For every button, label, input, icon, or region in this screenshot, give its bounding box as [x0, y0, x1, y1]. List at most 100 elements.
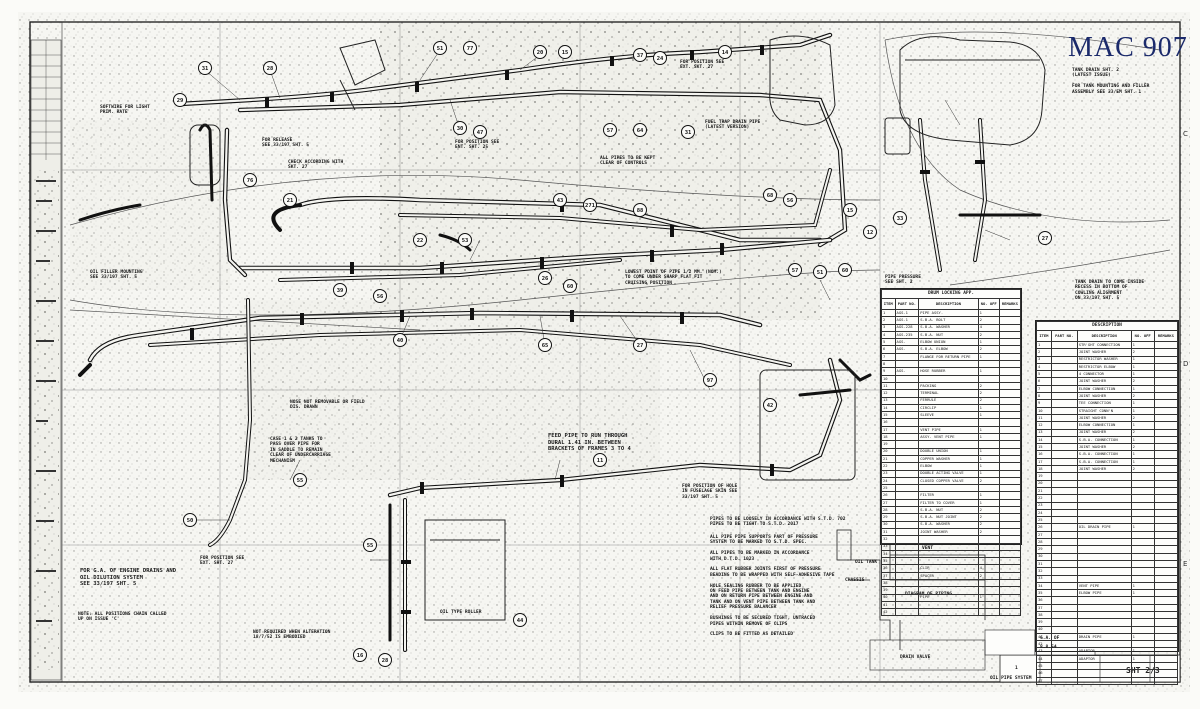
- item-balloon-label: 57: [607, 128, 614, 134]
- table-cell: AGS.1: [894, 308, 920, 318]
- table-cell: [918, 440, 979, 449]
- right-reservoir: [759, 369, 856, 481]
- col-no-off: NO. OFF: [1130, 330, 1155, 342]
- table-row: 30: [1036, 552, 1179, 561]
- table-row: 25: [1036, 516, 1179, 525]
- table-cell: [977, 418, 1000, 427]
- item-balloon: 51: [813, 265, 827, 279]
- table-cell: [998, 433, 1022, 442]
- table-row: 40: [1036, 625, 1179, 634]
- table-cell: 24: [1036, 508, 1052, 518]
- table-cell: [1050, 567, 1078, 576]
- item-balloon: 28: [378, 653, 392, 667]
- table-cell: [1153, 370, 1179, 379]
- table-cell: 2: [1130, 465, 1155, 474]
- table-cell: [894, 396, 920, 405]
- item-balloon-label: 76: [247, 178, 254, 184]
- table-cell: 1: [1130, 370, 1155, 379]
- table-cell: ELBOW CONNECTION: [1076, 384, 1132, 394]
- table-cell: [918, 549, 979, 559]
- table-cell: 1: [1130, 355, 1155, 364]
- table-cell: [894, 360, 920, 369]
- table-cell: AGS.235: [894, 330, 920, 340]
- item-balloon: 39: [333, 283, 347, 297]
- table-cell: [1050, 340, 1078, 350]
- item-balloon-label: 37: [637, 53, 644, 59]
- table-cell: 2: [1130, 443, 1155, 452]
- parts-list-left: DRUM LOCKING APP. ITEM PART NO. DESCRIPT…: [880, 288, 1022, 617]
- table-cell: [1153, 552, 1179, 561]
- table-cell: [1130, 530, 1155, 540]
- table-cell: [1050, 399, 1078, 408]
- table-cell: S.B.A. NUT JOINT: [918, 513, 979, 522]
- table-cell: 31: [881, 527, 896, 537]
- col-part-no: PART NO.: [1050, 330, 1078, 342]
- table-row: 38: [1036, 610, 1179, 620]
- table-cell: S.B.A. NUT: [918, 330, 979, 340]
- item-balloon-label: 97: [707, 378, 714, 384]
- table-cell: [998, 586, 1022, 595]
- table-cell: [1050, 501, 1078, 510]
- table-cell: [1130, 610, 1155, 620]
- item-balloon-label: 271: [585, 203, 596, 209]
- table-cell: 41: [881, 600, 896, 610]
- table-cell: 1: [977, 469, 1000, 478]
- table-cell: [1153, 537, 1179, 547]
- table-cell: [1076, 508, 1132, 518]
- table-row: 33: [881, 542, 1022, 551]
- table-cell: [998, 308, 1022, 318]
- table-cell: 23: [881, 469, 896, 478]
- table-cell: [998, 484, 1022, 493]
- table-cell: [1153, 574, 1179, 583]
- item-balloon: 33: [893, 211, 907, 225]
- item-balloon: 68: [763, 188, 777, 202]
- table-cell: 1: [977, 308, 1000, 318]
- table-cell: 36: [881, 564, 896, 573]
- table-row: 10: [881, 374, 1022, 383]
- table-cell: [1130, 603, 1155, 613]
- table-cell: 38: [1036, 610, 1052, 620]
- table-row: 39: [1036, 618, 1179, 627]
- item-balloon-label: 33: [897, 216, 904, 222]
- table-cell: [918, 374, 979, 383]
- table-cell: [977, 360, 1000, 369]
- table-cell: JOINT WASHER: [1076, 428, 1132, 437]
- table-cell: 1: [977, 352, 1000, 362]
- table-cell: S.B.A. ELBOW: [918, 345, 979, 354]
- table-cell: [998, 447, 1022, 456]
- table-cell: [1153, 428, 1179, 437]
- item-balloon: 28: [263, 61, 277, 75]
- table-cell: [1076, 501, 1132, 510]
- item-balloon-label: 31: [202, 66, 209, 72]
- table-cell: [894, 491, 920, 500]
- table-cell: [998, 491, 1022, 500]
- item-balloon-label: 20: [537, 50, 544, 56]
- drawing-stamp: MAC 907: [1068, 32, 1188, 63]
- table-cell: 2: [977, 527, 1000, 537]
- pipe-fittings: [190, 45, 985, 614]
- table-cell: [1050, 676, 1078, 685]
- table-cell: [998, 571, 1022, 581]
- table-row: 8: [881, 360, 1022, 369]
- table-cell: [1130, 676, 1155, 685]
- item-balloon-label: 56: [787, 198, 794, 204]
- table-cell: [1130, 552, 1155, 561]
- table-cell: S.B.A. NUT: [918, 505, 979, 515]
- item-balloon: 97: [703, 373, 717, 387]
- table-cell: PIPE: [918, 593, 979, 602]
- table-cell: 35: [1036, 589, 1052, 598]
